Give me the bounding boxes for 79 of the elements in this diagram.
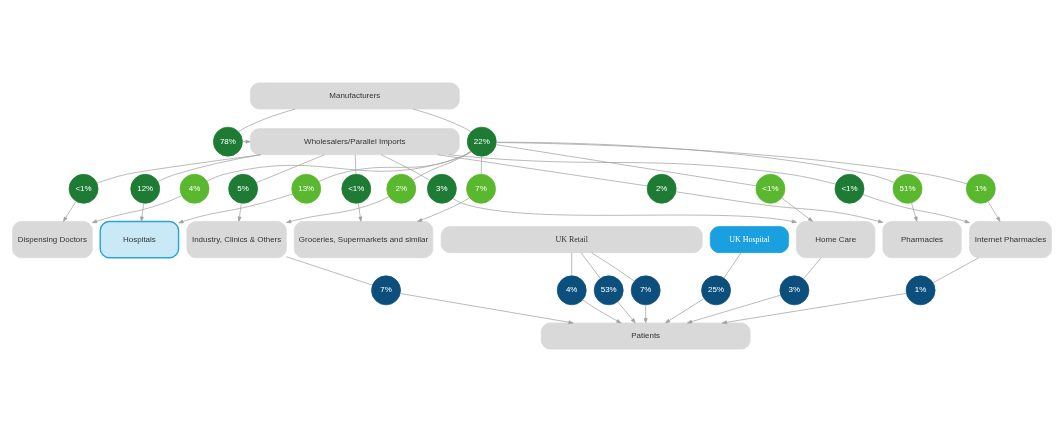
connector (380, 153, 431, 181)
node-circle: 22% (466, 126, 497, 157)
node-box: UK Retail (440, 225, 703, 253)
arrow (617, 300, 636, 323)
node-circle: <1% (341, 173, 372, 204)
node-circle: 2% (646, 173, 677, 204)
connector (437, 153, 648, 186)
node-box: Patients (540, 322, 751, 349)
connector (495, 143, 757, 186)
arrow (417, 196, 470, 222)
connector (932, 256, 979, 283)
connector (580, 251, 601, 279)
node-circle: 13% (291, 173, 322, 204)
node-box: Dispensing Doctors (12, 220, 93, 258)
node-circle: 4% (556, 274, 587, 305)
node-circle: 7% (466, 173, 496, 204)
connector (206, 150, 472, 181)
connector (157, 153, 261, 182)
node-circle: 1% (965, 173, 996, 204)
node-circle: 78% (213, 126, 243, 157)
node-circle: 51% (892, 173, 923, 204)
node-circle: <1% (68, 173, 99, 204)
arrow (781, 197, 813, 222)
node-circle: 25% (701, 274, 731, 305)
connector (412, 150, 472, 181)
connector (448, 153, 836, 185)
arrow (665, 297, 705, 323)
connector (256, 153, 325, 183)
arrow (286, 195, 390, 223)
connector (412, 108, 472, 132)
node-box: Internet Pharmacies (969, 220, 1052, 258)
node-circle: 2% (386, 173, 417, 204)
node-circle: 53% (593, 274, 624, 305)
node-box: Hospitals (99, 220, 180, 258)
node-box: Pharmacies (882, 220, 962, 258)
node-circle: 5% (228, 173, 258, 204)
connector (803, 256, 822, 279)
node-box: Industry, Clinics & Others (186, 220, 287, 258)
arrow (357, 202, 363, 222)
node-circle: 7% (630, 274, 661, 305)
arrow (63, 200, 77, 222)
connector (591, 251, 635, 282)
arrow (643, 304, 648, 323)
connector (571, 251, 573, 276)
connector (238, 108, 296, 132)
arrow (178, 193, 293, 223)
node-circle: <1% (834, 173, 865, 204)
arrow (687, 294, 782, 323)
node-circle: 12% (130, 173, 161, 204)
node-box: Groceries, Supermarkets and similar (293, 220, 434, 258)
node-box: Manufacturers (250, 82, 460, 109)
connector (96, 153, 262, 183)
arrow (400, 292, 574, 324)
arrow (862, 193, 970, 223)
node-box: Home Care (796, 220, 876, 258)
arrow (582, 299, 622, 323)
connector (480, 155, 482, 175)
arrow (452, 197, 797, 223)
arrow (237, 202, 242, 222)
connector (723, 251, 742, 278)
node-box: UK Hospital (709, 225, 789, 253)
node-circle: 3% (779, 274, 810, 305)
node-box: Wholesalers/Parallel Imports (250, 127, 460, 155)
connector (318, 150, 472, 182)
connector (354, 154, 357, 174)
connector (286, 255, 373, 285)
node-circle: 3% (427, 173, 457, 204)
arrow (911, 202, 918, 222)
arrow (675, 190, 884, 223)
node-circle: <1% (755, 173, 786, 204)
connector (495, 141, 968, 184)
arrow (140, 202, 144, 222)
node-circle: 1% (905, 274, 936, 305)
node-circle: 7% (371, 274, 401, 305)
arrow (242, 139, 251, 144)
arrow (987, 200, 1001, 222)
node-circle: 4% (179, 173, 210, 204)
arrow (92, 194, 183, 223)
arrow (721, 292, 907, 324)
